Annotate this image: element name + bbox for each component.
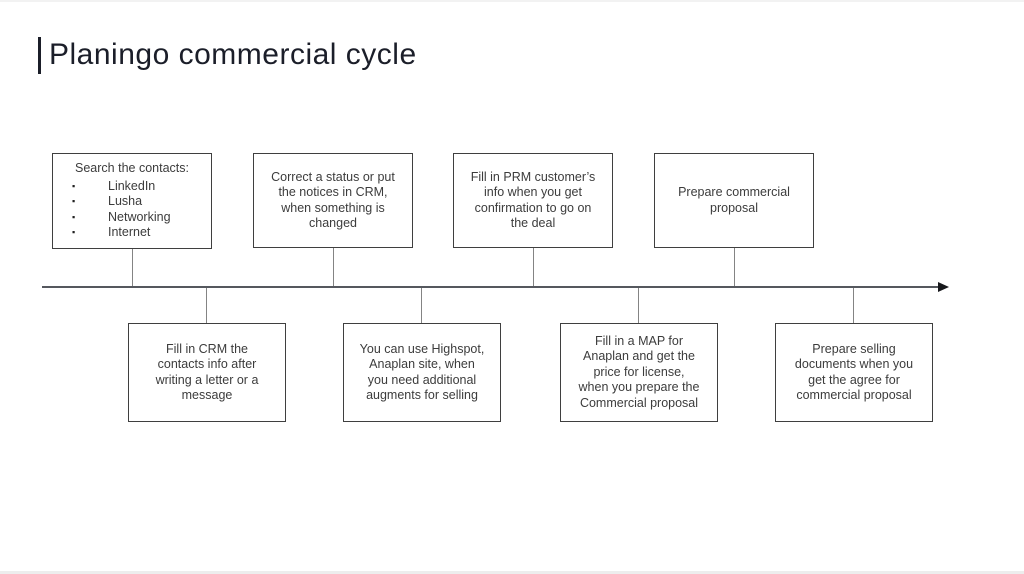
bullet-item: Internet <box>60 225 204 241</box>
step-box-highspot-anaplan: You can use Highspot, Anaplan site, when… <box>343 323 501 422</box>
connector-line <box>206 288 207 323</box>
step-box-search-contacts: Search the contacts: LinkedInLushaNetwor… <box>52 153 212 249</box>
step-box-correct-status: Correct a status or put the notices in C… <box>253 153 413 248</box>
bullet-item: Networking <box>60 210 204 226</box>
page-title: Planingo commercial cycle <box>49 38 417 71</box>
connector-line <box>132 249 133 286</box>
title-accent-bar <box>38 36 41 74</box>
connector-line <box>333 248 334 286</box>
connector-line <box>421 288 422 323</box>
step-box-heading: Search the contacts: <box>75 161 189 176</box>
step-box-text: Fill in a MAP for Anaplan and get the pr… <box>578 333 700 410</box>
step-box-text: Fill in CRM the contacts info after writ… <box>155 341 259 403</box>
bullet-item: Lusha <box>60 194 204 210</box>
step-box-text: You can use Highspot, Anaplan site, when… <box>359 341 485 403</box>
step-box-text: Prepare selling documents when you get t… <box>794 341 914 403</box>
step-box-prm-customer-info: Fill in PRM customer’s info when you get… <box>453 153 613 248</box>
title-row: Planingo commercial cycle <box>38 34 417 76</box>
step-box-map-license-price: Fill in a MAP for Anaplan and get the pr… <box>560 323 718 422</box>
bullet-item: LinkedIn <box>60 179 204 195</box>
connector-line <box>638 288 639 323</box>
step-box-prepare-proposal: Prepare commercial proposal <box>654 153 814 248</box>
connector-line <box>533 248 534 286</box>
connector-line <box>734 248 735 286</box>
step-box-selling-documents: Prepare selling documents when you get t… <box>775 323 933 422</box>
slide-top-edge <box>0 0 1024 2</box>
arrow-right-icon <box>938 282 949 292</box>
step-box-text: Prepare commercial proposal <box>678 185 790 215</box>
slide-bottom-edge <box>0 571 1024 574</box>
timeline-axis <box>42 286 939 288</box>
connector-line <box>853 288 854 323</box>
step-box-text: Correct a status or put the notices in C… <box>271 169 395 231</box>
step-box-fill-crm-contacts: Fill in CRM the contacts info after writ… <box>128 323 286 422</box>
contacts-bullet-list: LinkedInLushaNetworkingInternet <box>60 179 204 241</box>
step-box-text: Fill in PRM customer’s info when you get… <box>470 169 596 231</box>
